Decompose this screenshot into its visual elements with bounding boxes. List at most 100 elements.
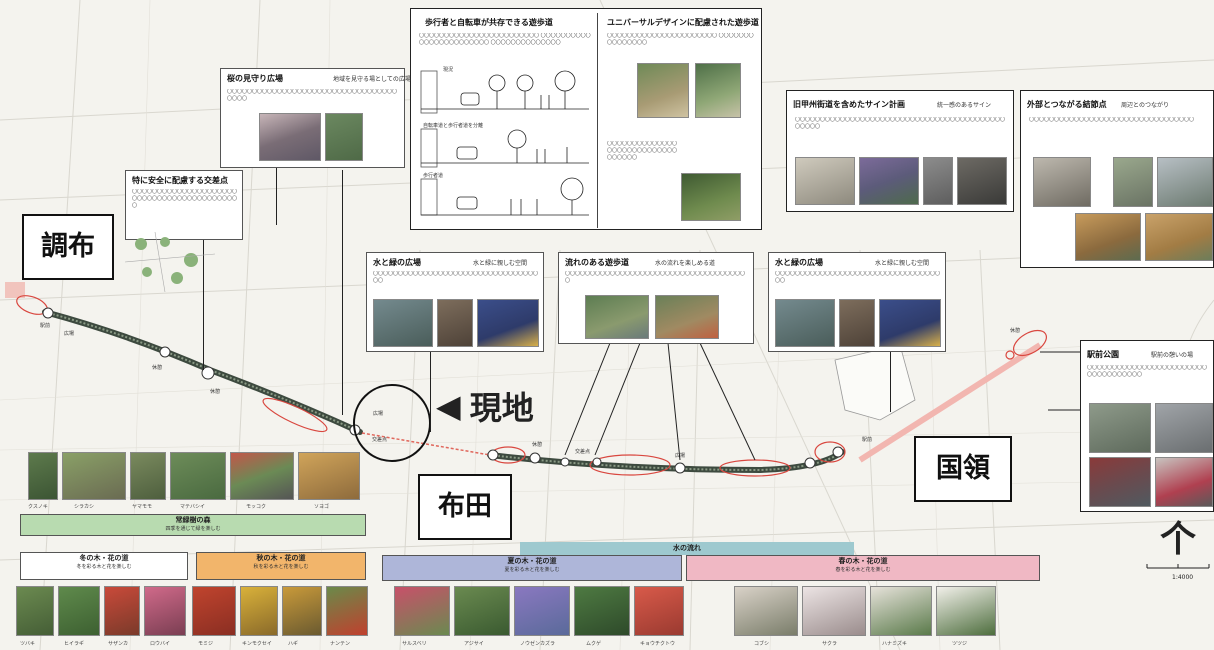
band-title: 夏の木・花の道 (507, 557, 557, 565)
flower-label: ロウバイ (150, 641, 171, 647)
panel-title: 歩行者と自転車が共存できる遊歩道 (425, 18, 553, 27)
water-photo (373, 299, 433, 347)
flower-photo (282, 586, 322, 636)
crossing-sketch (125, 232, 215, 292)
panel-subtitle: 水の流れを楽しめる道 (655, 260, 716, 267)
route-stop-label: 休憩 (1010, 328, 1021, 334)
route-stop-label: 休憩 (532, 442, 543, 448)
panel-water-green-1: 水と緑の広場 水と緑に親しむ空間 〇〇〇〇〇〇〇〇〇〇〇〇〇〇〇〇〇〇〇〇〇〇〇… (366, 252, 544, 352)
station-label-chofu: 調布 (22, 214, 114, 280)
flower-label: ムクゲ (586, 641, 602, 647)
flower-photo (802, 586, 866, 636)
flower-photo (326, 586, 368, 636)
water-photo (477, 299, 539, 347)
station-photo (1155, 403, 1213, 453)
flower-photo (240, 586, 278, 636)
panel-text: 〇〇〇〇〇〇〇〇〇〇〇〇〇〇〇〇〇〇〇〇〇〇〇〇〇〇〇〇〇〇〇〇〇 (1029, 117, 1195, 123)
flower-label: コブシ (754, 641, 770, 647)
evergreen-photo-strip: クスノキ シラカシ ヤマモモ マテバシイ モッコク ソヨゴ (24, 452, 364, 514)
panel-subtitle: 駅前の憩いの場 (1151, 352, 1194, 359)
band-spring: 春の木・花の道 春を彩る木と花を楽しむ (686, 555, 1040, 581)
panel-title: 桜の見守り広場 (227, 74, 283, 83)
panel-station-park: 駅前公園 駅前の憩いの場 〇〇〇〇〇〇〇〇〇〇〇〇〇〇〇〇〇〇〇〇〇〇〇〇〇〇〇… (1080, 340, 1214, 512)
tree-label: モッコク (246, 504, 267, 510)
panel-title: 旧甲州街道を含めたサイン計画 (793, 100, 905, 109)
leader-line (203, 240, 204, 370)
sign-photo (795, 157, 855, 205)
pathway-photo (681, 173, 741, 221)
current-location-marker: ◀ 現地 (436, 383, 534, 427)
station-photo (1089, 457, 1151, 507)
route-stop-label: 交差点 (575, 449, 591, 455)
pathway-photo (637, 63, 689, 118)
svg-text:現況: 現況 (443, 66, 453, 73)
band-title: 春の木・花の道 (838, 557, 888, 565)
panel-text: 〇〇〇〇〇〇〇〇〇〇〇〇〇〇〇〇〇〇〇〇〇〇〇〇〇〇〇〇〇〇〇〇〇〇〇〇〇〇 (227, 89, 398, 102)
flower-label: サクラ (822, 641, 838, 647)
tree-label: ヤマモモ (132, 504, 153, 510)
panel-water-green-2: 水と緑の広場 水と緑に親しむ空間 〇〇〇〇〇〇〇〇〇〇〇〇〇〇〇〇〇〇〇〇〇〇〇… (768, 252, 946, 352)
tree-photo (230, 452, 294, 500)
panel-stream-path: 流れのある遊歩道 水の流れを楽しめる道 〇〇〇〇〇〇〇〇〇〇〇〇〇〇〇〇〇〇〇〇… (558, 252, 754, 344)
panel-text: 〇〇〇〇〇〇〇〇〇〇〇〇〇〇〇〇〇〇〇〇〇〇〇〇〇〇〇〇〇〇〇〇〇〇〇 (1087, 365, 1208, 378)
summer-flower-photos: サルスベリ アジサイ ノウゼンカズラ ムクゲ キョウチクトウ (394, 586, 694, 650)
route-stop-label: 駅前 (40, 323, 51, 329)
cross-section-diagrams: 現況 自転車道と歩行者道を分離 歩行者道 (420, 66, 589, 216)
leader-line (342, 170, 343, 415)
flower-photo (870, 586, 932, 636)
pathway-photo (695, 63, 741, 118)
route-stop-label: 広場 (64, 331, 75, 337)
panel-title: 特に安全に配慮する交差点 (132, 176, 228, 185)
scale-label: 1:4000 (1172, 574, 1194, 581)
flower-photo (58, 586, 100, 636)
outer-photo (1157, 157, 1213, 207)
panel-title: 流れのある遊歩道 (565, 258, 629, 267)
flower-photo (394, 586, 450, 636)
panel-sakura-plaza: 桜の見守り広場 地域を見守る場としての広場 〇〇〇〇〇〇〇〇〇〇〇〇〇〇〇〇〇〇… (220, 68, 411, 168)
flower-label: ツバキ (20, 641, 36, 647)
band-subtitle: 夏を彩る木と花を楽しむ (504, 567, 560, 573)
panel-subtitle: 周辺とのつながり (1121, 102, 1169, 109)
flower-photo (514, 586, 570, 636)
panel-subtitle: 地域を見守る場としての広場 (333, 76, 411, 83)
autumn-flower-photos: モミジ キンモクセイ ハギ ナンテン (192, 586, 372, 650)
band-subtitle: 秋を彩る木と花を楽しむ (253, 564, 309, 570)
flower-label: ヒイラギ (64, 641, 85, 647)
panel-title: 水と緑の広場 (373, 258, 421, 267)
route-stop-label: 駅前 (862, 437, 873, 443)
winter-flower-photos: ツバキ ヒイラギ サザンカ ロウバイ (16, 586, 192, 650)
flower-photo (454, 586, 510, 636)
station-label-fuda: 布田 (418, 474, 512, 540)
outer-photo (1075, 213, 1141, 261)
tree-photo (28, 452, 58, 500)
sign-photo (859, 157, 919, 205)
route-stop-label: 休憩 (210, 389, 221, 395)
stream-photo (585, 295, 649, 339)
flower-photo (574, 586, 630, 636)
flower-label: ツツジ (952, 641, 968, 647)
north-arrow-icon: 个 (1160, 519, 1197, 560)
tree-photo (62, 452, 126, 500)
band-subtitle: 冬を彩る木と花を楽しむ (76, 564, 132, 570)
panel-text: 〇〇〇〇〇〇〇〇〇〇〇〇〇〇〇〇〇〇〇〇〇〇〇〇〇〇〇〇〇〇〇〇〇〇〇〇〇 (565, 271, 746, 284)
panel-text: 〇〇〇〇〇〇〇〇〇〇〇〇〇〇〇〇〇〇〇〇〇〇〇〇〇〇〇〇〇〇〇〇〇〇〇 (775, 271, 941, 284)
leader-line (276, 155, 277, 225)
panel-text: 〇〇〇〇〇〇〇〇〇〇〇〇〇〇〇〇〇〇〇〇〇〇〇〇〇〇〇〇〇〇〇〇〇〇〇〇〇〇〇〇… (132, 189, 238, 209)
flower-label: アジサイ (464, 641, 484, 647)
band-evergreen: 常緑樹の森 四季を通じて緑を楽しむ (20, 514, 366, 536)
left-arrow-icon: ◀ (436, 387, 461, 425)
band-title: 水の流れ (673, 544, 701, 552)
flower-photo (192, 586, 236, 636)
flower-label: ハナミズキ (882, 641, 908, 647)
panel-subtitle: 水と緑に親しむ空間 (875, 260, 930, 267)
flower-label: ノウゼンカズラ (520, 641, 556, 647)
panel-title: ユニバーサルデザインに配慮された遊歩道 (607, 18, 759, 27)
water-photo (839, 299, 875, 347)
band-subtitle: 春を彩る木と花を楽しむ (835, 567, 891, 573)
band-title: 冬の木・花の道 (79, 554, 129, 562)
leader-line (430, 352, 431, 432)
tree-photo (130, 452, 166, 500)
flower-photo (16, 586, 54, 636)
